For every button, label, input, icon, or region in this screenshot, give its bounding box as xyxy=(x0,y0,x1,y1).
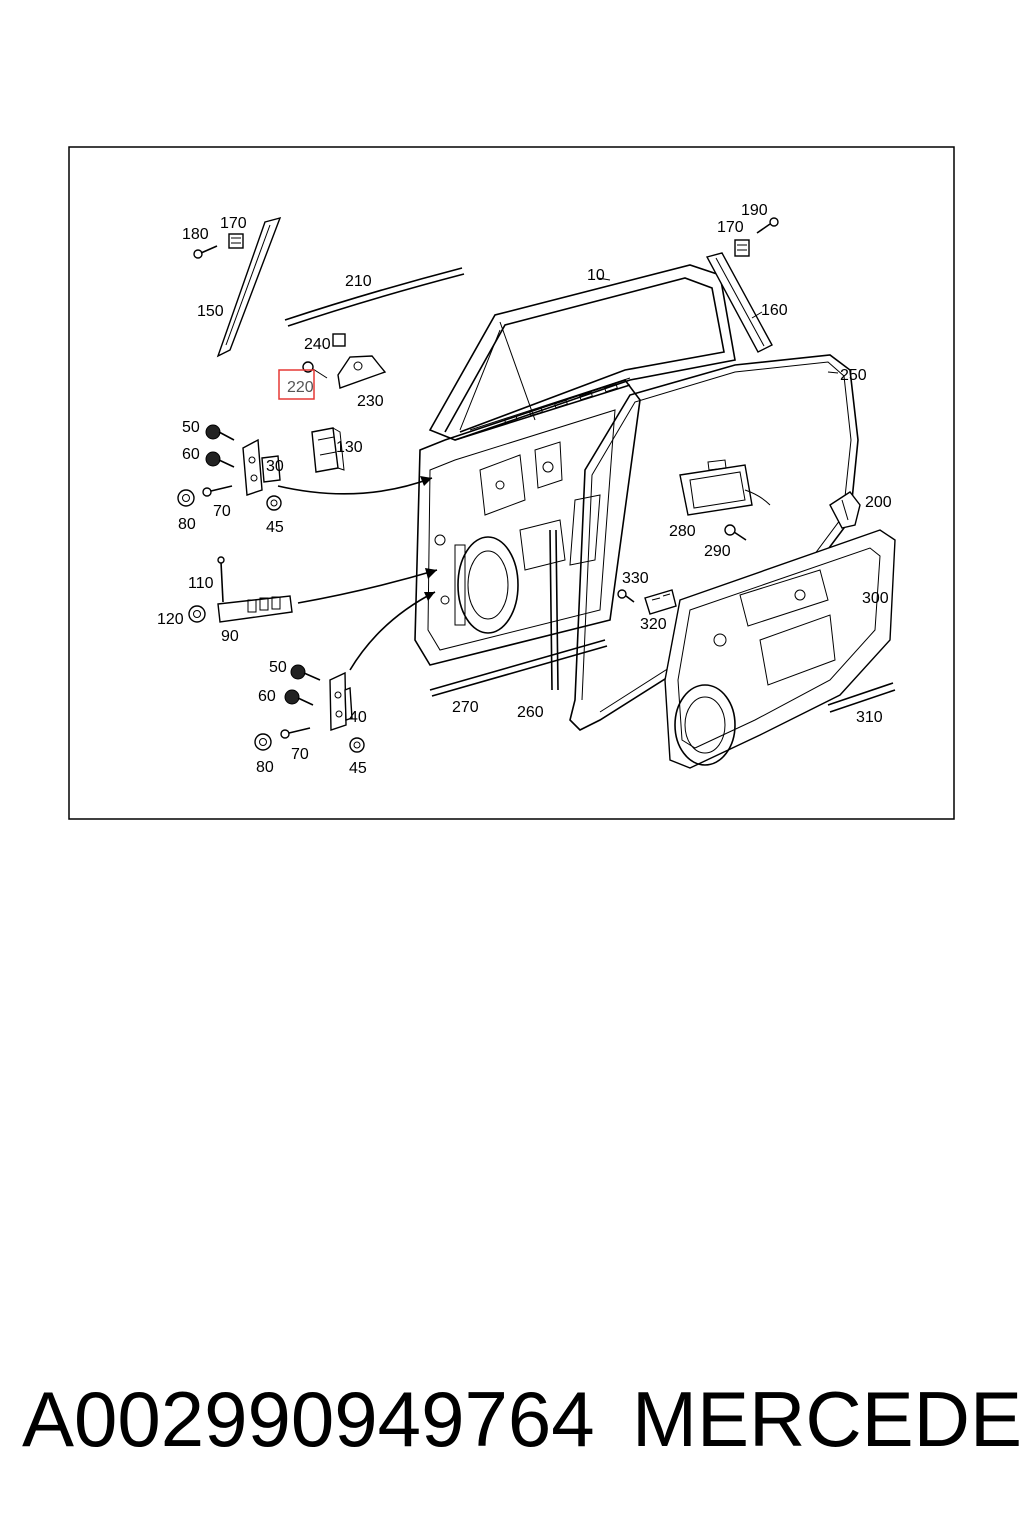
bolt-50-lower xyxy=(290,664,321,681)
nut-80-lower xyxy=(254,733,272,751)
pillar-cover-rear xyxy=(705,252,773,353)
nut-120 xyxy=(188,605,206,623)
label-40: 40 xyxy=(349,709,367,726)
label-180: 180 xyxy=(182,226,209,243)
label-80-lower: 80 xyxy=(256,759,274,776)
label-70-lower: 70 xyxy=(291,746,309,763)
sill-strip xyxy=(429,639,608,697)
clip-170-right xyxy=(734,239,750,257)
lower-hinge-group xyxy=(254,664,365,753)
hinge-30 xyxy=(242,438,281,496)
rod-310 xyxy=(827,682,896,713)
bracket-230 xyxy=(337,355,387,389)
label-30: 30 xyxy=(266,458,284,475)
label-170-left: 170 xyxy=(220,215,247,232)
label-220: 220 xyxy=(287,379,314,396)
label-170-right: 170 xyxy=(717,219,744,236)
upper-hinge-group xyxy=(177,424,282,511)
assembly-arrows xyxy=(277,476,438,671)
label-120: 120 xyxy=(157,611,184,628)
label-320: 320 xyxy=(640,616,667,633)
label-290: 290 xyxy=(704,543,731,560)
label-45-upper: 45 xyxy=(266,519,284,536)
speaker-cover-200 xyxy=(829,491,861,529)
switch-320 xyxy=(644,589,677,615)
label-210: 210 xyxy=(345,273,372,290)
screw-190 xyxy=(756,217,779,234)
nut-80-upper xyxy=(177,489,195,507)
label-190: 190 xyxy=(741,202,768,219)
label-45-lower: 45 xyxy=(349,760,367,777)
door-shell xyxy=(414,264,736,666)
clip-290 xyxy=(724,524,747,541)
label-130: 130 xyxy=(336,439,363,456)
label-330: 330 xyxy=(622,570,649,587)
label-110: 110 xyxy=(188,575,214,592)
block-130 xyxy=(311,427,345,473)
trim-panel-300 xyxy=(664,529,896,769)
rail-slots xyxy=(504,383,618,425)
screw-70-upper xyxy=(202,485,233,497)
pin-110 xyxy=(217,556,225,603)
label-270: 270 xyxy=(452,699,479,716)
clip-240 xyxy=(332,333,346,347)
label-60-lower: 60 xyxy=(258,688,276,705)
label-80-upper: 80 xyxy=(178,516,196,533)
label-150: 150 xyxy=(197,303,224,320)
label-200: 200 xyxy=(865,494,892,511)
label-160: 160 xyxy=(761,302,788,319)
bolt-60-upper xyxy=(205,451,235,468)
clip-170-left xyxy=(228,233,244,249)
leader-lines xyxy=(597,277,839,374)
trim-strip-top xyxy=(284,267,465,327)
label-50-upper: 50 xyxy=(182,419,200,436)
part-number-caption: A002990949764 xyxy=(22,1375,595,1463)
label-70-upper: 70 xyxy=(213,503,231,520)
label-310: 310 xyxy=(856,709,883,726)
brand-caption: MERCEDES xyxy=(632,1375,1024,1463)
callout-labels: 180 170 150 210 10 170 190 160 240 230 2… xyxy=(157,202,892,777)
label-50-lower: 50 xyxy=(269,659,287,676)
lock-module-280 xyxy=(679,459,771,516)
nut-45-upper xyxy=(266,495,282,511)
seal-strip-vertical xyxy=(549,529,559,691)
nut-45-lower xyxy=(349,737,365,753)
pillar-cover-front xyxy=(216,216,282,358)
screw-180 xyxy=(193,245,218,259)
bolt-50-upper xyxy=(205,424,235,441)
door-seal xyxy=(569,354,859,731)
screw-330 xyxy=(617,589,635,603)
bolt-60-lower xyxy=(284,689,314,706)
label-300: 300 xyxy=(862,590,889,607)
label-90: 90 xyxy=(221,628,239,645)
screw-70-lower xyxy=(280,727,311,739)
highlight-box-220 xyxy=(278,369,315,400)
check-strap-90 xyxy=(217,595,293,623)
diagram-frame xyxy=(68,146,955,820)
label-280: 280 xyxy=(669,523,696,540)
label-60-upper: 60 xyxy=(182,446,200,463)
label-240: 240 xyxy=(304,336,331,353)
label-10: 10 xyxy=(587,267,605,284)
hinge-40 xyxy=(329,671,353,731)
label-250: 250 xyxy=(840,367,867,384)
label-260: 260 xyxy=(517,704,544,721)
label-230: 230 xyxy=(357,393,384,410)
check-strap-group xyxy=(188,556,293,623)
